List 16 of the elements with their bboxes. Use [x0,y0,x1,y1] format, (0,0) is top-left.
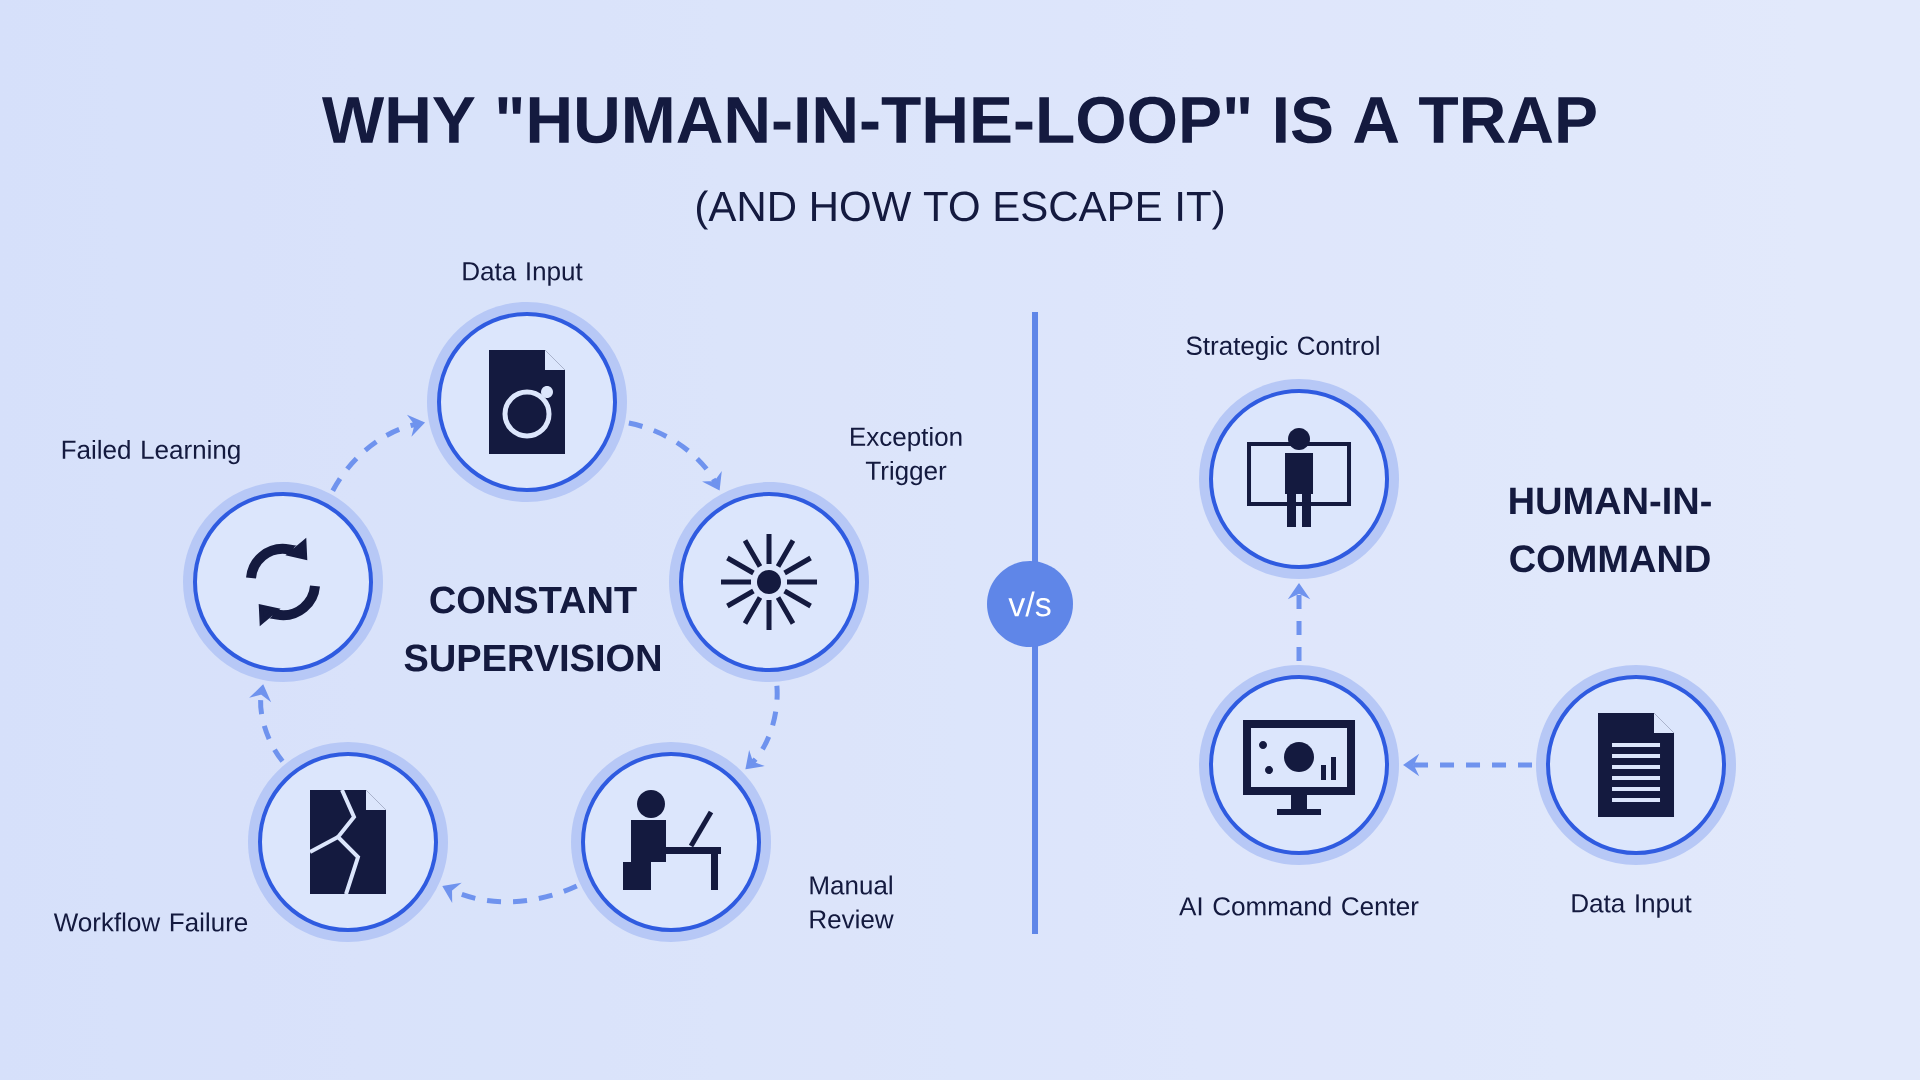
subtitle: (AND HOW TO ESCAPE IT) [697,190,1224,230]
node-label: Workflow Failure [53,912,248,932]
node-label: Strategic Control [1186,335,1379,361]
node-label: AI Command Center [1179,896,1419,916]
circle-node [1209,389,1389,569]
heading: HUMAN-IN-COMMAND [1510,487,1711,573]
node-label: Failed Learning [62,439,240,465]
title: WHY "HUMAN-IN-THE-LOOP" IS A TRAP [322,96,1596,144]
node-label: Data Input [1572,894,1692,918]
circle-node [679,492,859,672]
circle-node [193,492,373,672]
node-label: Manual Review [810,875,894,929]
node-label: Data Input [463,262,583,286]
heading: CONSTANT SUPERVISION [404,586,660,672]
node-label: Exception Trigger [851,426,962,486]
vs-badge: v/s [987,561,1073,647]
